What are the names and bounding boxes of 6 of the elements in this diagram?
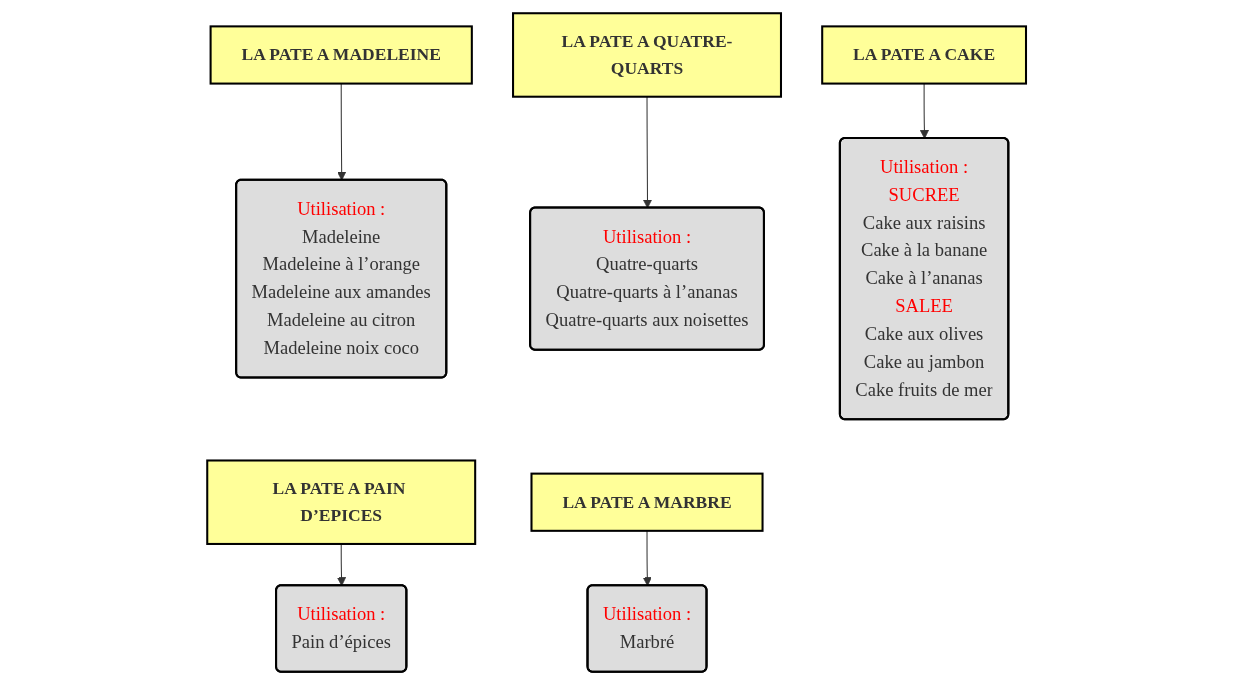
- node-box: [209, 25, 473, 85]
- node-box: [530, 472, 764, 532]
- node-box: [206, 459, 477, 545]
- node-box: [511, 12, 782, 98]
- node-box: [821, 25, 1027, 85]
- diagram: LA PATE A MADELEINE Utilisation : Madeleine Madeleine à l’orange Madeleine aux amandes Madeleine au citron Madeleine noix coco LA PATE A QUATRE-QUARTS Utilisation : Quatre-quarts Quatre-quarts à l’ananas Quatre-quarts aux noisettes LA PATE A CAKE Utilisation : SUCREE Cake aux raisins Cake à la banane Cake à l’ananas SALEE Cake aux olives Cake au jambon Cake fruits de mer LA PATE A PAIN D’EPICES Utilisation : Pain d’épices LA PATE A MARBRE Utilisation : Marbré: [198, 5, 1035, 680]
